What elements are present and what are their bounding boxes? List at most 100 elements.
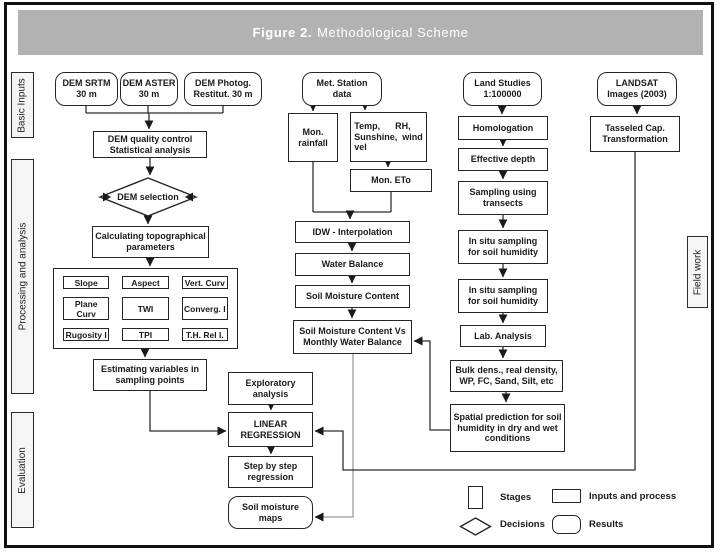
node-met-station: Met. Station data [302,72,382,106]
node-mon-eto-label: Mon. ETo [371,175,411,186]
node-mon-eto: Mon. ETo [350,169,432,192]
node-lab-analysis: Lab. Analysis [460,325,546,347]
topo-param-vert-curv-label: Vert. Curv [184,277,225,288]
node-spatial-pred-label: Spatial prediction for soil humidity in … [453,412,562,444]
node-dem-srtm: DEM SRTM 30 m [55,72,118,106]
node-soil-maps: Soil moisture maps [228,496,313,529]
node-estimating-label: Estimating variables in sampling points [100,364,200,385]
node-tasseled: Tasseled Cap. Transformation [590,116,680,152]
node-effective-depth-label: Effective depth [470,154,536,165]
legend-results-shape-icon [552,515,581,534]
topo-param-rugosity-i-label: Rugosity I [65,329,107,340]
node-land-studies-label: Land Studies 1:100000 [474,78,531,99]
node-estimating: Estimating variables in sampling points [93,359,207,391]
connector-smcvs-to-maps [314,354,354,522]
node-dem-quality-label: DEM quality control Statistical analysis [107,133,193,155]
node-met-station-label: Met. Station data [316,78,368,99]
node-dem-quality: DEM quality control Statistical analysis [93,131,207,158]
topo-param-twi-label: TWI [137,303,154,314]
node-smc: Soil Moisture Content [295,285,410,308]
stage-evaluation: Evaluation [11,412,34,528]
stage-processing: Processing and analysis [11,159,34,394]
legend-stages-label: Stages [500,492,532,503]
topo-param-slope: Slope [63,276,110,289]
node-effective-depth: Effective depth [458,148,548,171]
legend-stages-shape-icon [468,486,483,509]
node-smc-vs: Soil Moisture Content Vs Monthly Water B… [293,320,412,354]
topo-param-converg-i: Converg. I [181,297,228,320]
node-insitu-1-label: In situ sampling for soil humidity [467,236,538,257]
stage-field-work-label: Field work [692,249,704,295]
stage-processing-label: Processing and analysis [17,222,28,331]
stage-field-work: Field work [687,236,708,308]
topo-param-converg-i-label: Converg. I [184,303,226,314]
node-calc-topo: Calculating topographical parameters [92,226,209,258]
node-lab-analysis-label: Lab. Analysis [474,330,532,341]
node-dem-aster-label: DEM ASTER 30 m [122,78,176,99]
stage-basic-inputs-label: Basic Inputs [17,77,29,133]
node-homologation-label: Homologation [472,122,534,133]
topo-param-plane-curv: Plane Curv [63,297,110,320]
topo-param-aspect: Aspect [122,276,169,289]
node-water-balance-label: Water Balance [321,259,384,270]
stage-basic-inputs: Basic Inputs [11,72,34,138]
node-water-balance: Water Balance [295,253,410,276]
node-smc-vs-label: Soil Moisture Content Vs Monthly Water B… [299,326,406,347]
node-calc-topo-label: Calculating topographical parameters [95,231,206,252]
topo-param-aspect-label: Aspect [131,277,160,288]
legend-decisions-shape-icon [459,517,492,536]
node-dem-selection-label: DEM selection [117,192,179,202]
topo-params-group: Slope Aspect Vert. Curv Plane Curv TWI C… [53,268,238,349]
topo-param-vert-curv: Vert. Curv [181,276,228,289]
node-dem-photog-label: DEM Photog. Restitut. 30 m [193,78,253,99]
node-insitu-2-label: In situ sampling for soil humidity [467,285,538,306]
topo-param-tpi: TPI [122,328,169,341]
node-mon-rainfall-label: Mon. rainfall [298,126,328,148]
node-temp-rh: Temp, RH, Sunshine, wind vel [350,112,427,162]
node-sampling-transects-label: Sampling using transects [469,187,537,208]
figure-title-text: Methodological Scheme [317,25,469,40]
legend-decisions-label: Decisions [500,519,545,530]
node-smc-label: Soil Moisture Content [306,291,399,302]
node-landsat-label: LANDSAT Images (2003) [607,78,667,99]
stage-evaluation-label: Evaluation [17,446,29,494]
dem-selection-diamond-icon [98,177,198,217]
node-homologation: Homologation [458,116,548,140]
node-dem-selection: DEM selection [98,176,198,218]
node-step-regression-label: Step by step regression [243,461,298,482]
node-step-regression: Step by step regression [228,456,313,488]
figure-title-prefix: Figure 2. [252,25,313,40]
node-sampling-transects: Sampling using transects [458,181,548,215]
legend-inputs-label: Inputs and process [589,491,677,502]
connector-dem-merge [85,106,224,114]
node-bulk-dens-label: Bulk dens., real density, WP, FC, Sand, … [455,365,558,386]
node-land-studies: Land Studies 1:100000 [463,72,542,106]
node-dem-srtm-label: DEM SRTM 30 m [62,78,111,99]
topo-param-plane-curv-label: Plane Curv [74,298,98,319]
node-idw-label: IDW - Interpolation [312,226,393,237]
topo-param-twi: TWI [122,297,169,320]
topo-param-tpi-label: TPI [138,329,153,340]
diamond-left-arrow-icon [103,192,111,202]
node-soil-maps-label: Soil moisture maps [241,501,299,523]
connector-estimating-to-linear [149,391,227,436]
node-temp-rh-label: Temp, RH, Sunshine, wind vel [354,121,423,153]
node-linear-regression-label: LINEAR REGRESSION [240,418,301,440]
node-tasseled-label: Tasseled Cap. Transformation [602,123,668,144]
node-mon-rainfall: Mon. rainfall [288,113,338,162]
node-idw: IDW - Interpolation [295,221,410,243]
topo-param-th-rel-i: T.H. Rel I. [181,328,228,341]
diamond-right-arrow-icon [185,192,193,202]
topo-param-rugosity-i: Rugosity I [63,328,110,341]
node-dem-photog: DEM Photog. Restitut. 30 m [184,72,262,106]
node-landsat: LANDSAT Images (2003) [597,72,677,106]
node-dem-aster: DEM ASTER 30 m [120,72,178,106]
connector-spatial-to-smcvs [413,336,450,431]
node-linear-regression: LINEAR REGRESSION [228,412,313,447]
figure-title-bar: Figure 2. Methodological Scheme [18,10,703,55]
node-insitu-1: In situ sampling for soil humidity [458,230,548,264]
node-insitu-2: In situ sampling for soil humidity [458,279,548,313]
topo-param-th-rel-i-label: T.H. Rel I. [185,329,224,340]
legend-results-label: Results [589,519,624,530]
node-spatial-pred: Spatial prediction for soil humidity in … [450,404,565,452]
